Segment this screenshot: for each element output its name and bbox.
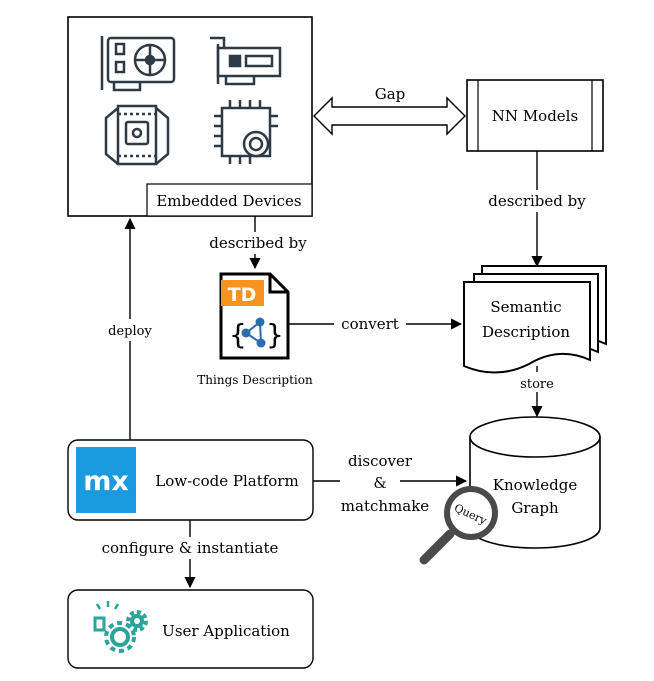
described-by-right-bg xyxy=(482,190,592,212)
low-code-platform-label: Low-code Platform xyxy=(155,472,298,490)
discover-label: discover xyxy=(348,452,413,470)
module-chip-icon xyxy=(104,104,170,166)
deploy-label: deploy xyxy=(108,324,152,339)
gpu-icon xyxy=(100,36,176,92)
mx-logo xyxy=(76,447,136,513)
semantic-description-line2: Description xyxy=(482,323,570,341)
query-magnifier-icon: Query xyxy=(419,486,498,565)
convert-label-bg xyxy=(334,313,406,335)
described-by-left-label: described by xyxy=(209,234,307,252)
matchmake-label: matchmake xyxy=(341,497,430,515)
processor-icon xyxy=(214,100,278,164)
convert-label: convert xyxy=(341,315,399,333)
knowledge-graph-line2: Graph xyxy=(511,499,559,517)
things-description-node: TD { } Things Description xyxy=(197,272,313,387)
td-badge-label: TD xyxy=(228,284,257,306)
embedded-devices-label: Embedded Devices xyxy=(156,192,301,210)
knowledge-graph-line1: Knowledge xyxy=(493,476,578,494)
low-code-platform-node: mx Low-code Platform xyxy=(67,439,314,521)
store-label-bg xyxy=(510,372,564,392)
user-application-label: User Application xyxy=(162,622,290,640)
semantic-description-node: Semantic Description xyxy=(463,265,607,374)
described-by-right-label: described by xyxy=(488,192,586,210)
user-application-node: User Application xyxy=(67,589,314,669)
network-card-icon xyxy=(210,36,282,86)
linked-data-icon: { } xyxy=(229,317,284,351)
described-by-left-bg xyxy=(203,232,313,254)
configure-label-bg xyxy=(90,537,290,559)
svg-text:{: { xyxy=(229,318,247,351)
store-label: store xyxy=(520,377,554,392)
semantic-description-line1: Semantic xyxy=(490,298,561,316)
amp-label-bg xyxy=(340,471,400,493)
amp-label: & xyxy=(373,474,386,492)
deploy-label-bg xyxy=(102,319,158,341)
td-badge xyxy=(221,280,264,306)
embedded-devices-node: Embedded Devices xyxy=(67,16,313,217)
things-description-label: Things Description xyxy=(197,373,313,387)
nn-models-label: NN Models xyxy=(492,107,578,125)
svg-text:}: } xyxy=(266,318,284,351)
mx-logo-text: mx xyxy=(83,466,129,497)
nn-models-node: NN Models xyxy=(466,79,604,152)
gap-double-arrow: Gap xyxy=(313,85,466,136)
configure-label: configure & instantiate xyxy=(102,539,279,557)
gears-icon xyxy=(93,601,148,653)
gap-label: Gap xyxy=(375,85,406,103)
knowledge-graph-node: Knowledge Graph xyxy=(469,416,601,549)
